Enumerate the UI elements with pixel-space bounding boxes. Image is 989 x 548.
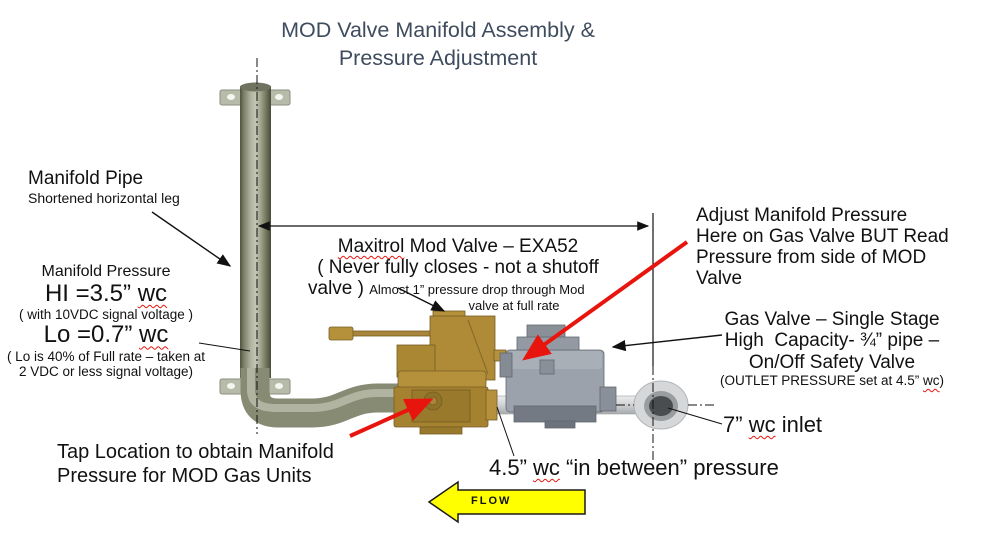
manifold-pipe-graphic [240, 82, 404, 428]
between-pressure-label: 4.5” wc “in between” pressure [489, 455, 779, 480]
manifold-pipe-label: Manifold Pipe Shortened horizontal leg [28, 168, 180, 206]
adjust-pressure-red-arrow [522, 240, 689, 361]
page-title: MOD Valve Manifold Assembly & Pressure A… [281, 18, 595, 71]
lo-pressure-leader [198, 342, 251, 352]
tap-location-red-arrow [349, 398, 434, 438]
gas-valve-label: Gas Valve – Single Stage High Capacity- … [719, 309, 945, 388]
mod-valve-label-line4: valve at full rate [468, 298, 560, 313]
pressure-drop-arrow [397, 287, 446, 312]
tap-location-label: Tap Location to obtain Manifold Pressure… [57, 441, 334, 487]
gas-valve-graphic [499, 324, 617, 429]
gas-valve-arrow [611, 334, 723, 352]
inlet-pressure-label: 7” wc inlet [723, 412, 823, 437]
inlet-leader [667, 407, 723, 425]
manifold-pipe-arrow [151, 211, 232, 267]
manifold-pressure-label: Manifold Pressure HI =3.5” wc ( with 10V… [6, 263, 206, 379]
inlet-elbow [633, 380, 689, 430]
mod-valve-label-line2: ( Never fully closes - not a shutoff [317, 257, 599, 278]
adjust-pressure-label: Adjust Manifold Pressure Here on Gas Val… [696, 205, 949, 289]
flow-arrow [427, 480, 586, 524]
mod-valve-label-title: Maxitrol Mod Valve – EXA52 [337, 236, 579, 257]
between-pressure-leader [496, 406, 515, 457]
flow-label: FLOW [471, 495, 512, 507]
mod-valve-label-line3: valve ) Almost 1” pressure drop through … [308, 278, 585, 299]
